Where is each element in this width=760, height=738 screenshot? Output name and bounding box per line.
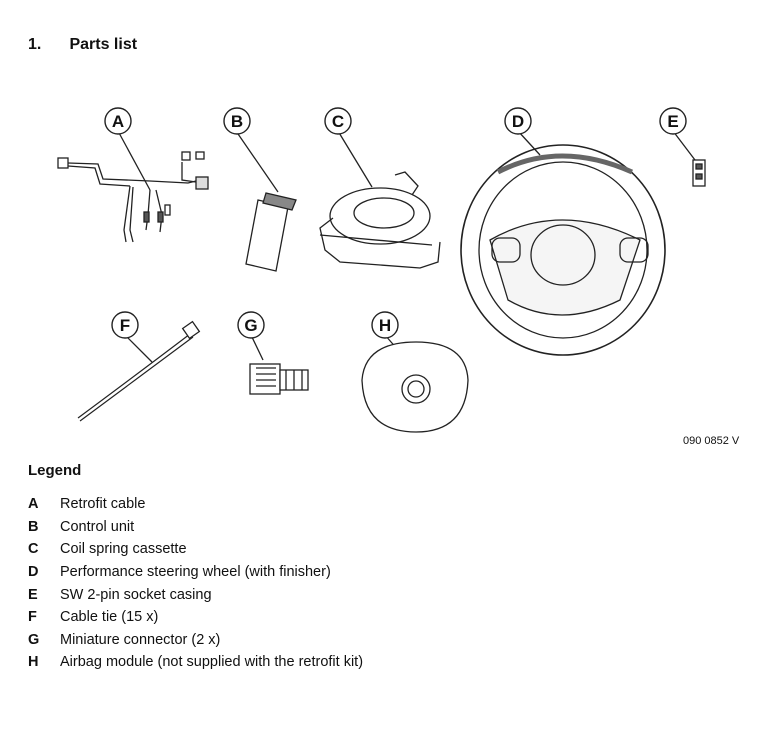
parts-illustration: A B C D E F G H (57, 107, 706, 433)
legend-text: Miniature connector (2 x) (60, 631, 221, 648)
callout-e (659, 107, 687, 135)
legend-letter: A (28, 496, 39, 513)
callout-a (104, 107, 132, 135)
legend-letter: B (28, 518, 39, 535)
legend-item: C Coil spring cassette (28, 538, 363, 561)
callout-letter-h: H (379, 316, 391, 335)
callout-f (111, 311, 139, 339)
callout-letter-f: F (120, 316, 130, 335)
legend-item: E SW 2-pin socket casing (28, 583, 363, 606)
legend-letter: G (28, 631, 40, 648)
callout-letter-g: G (244, 316, 257, 335)
legend-item: B Control unit (28, 516, 363, 539)
legend-text: Airbag module (not supplied with the ret… (60, 654, 364, 671)
legend-text: Control unit (60, 518, 135, 535)
control-unit-drawing (235, 130, 297, 272)
legend-letter: H (28, 654, 39, 671)
legend-item: F Cable tie (15 x) (28, 606, 363, 629)
steering-wheel-drawing (460, 130, 666, 356)
figure-code: 090 0852 V (683, 435, 740, 447)
callout-letter-a: A (112, 112, 124, 131)
miniature-connector-drawing (249, 334, 309, 395)
callout-letter-b: B (231, 112, 243, 131)
legend-text: Performance steering wheel (with finishe… (60, 564, 331, 581)
parts-figure: A B C D E F G H (0, 90, 760, 460)
coil-spring-cassette-drawing (319, 130, 441, 269)
legend-title: Legend (28, 462, 82, 479)
callout-letter-c: C (332, 112, 344, 131)
legend-letter: F (28, 609, 37, 626)
retrofit-cable-drawing (57, 130, 209, 243)
legend-item: G Miniature connector (2 x) (28, 629, 363, 652)
legend-item: A Retrofit cable (28, 493, 363, 516)
legend-item: D Performance steering wheel (with finis… (28, 561, 363, 584)
callout-letter-e: E (667, 112, 678, 131)
callout-d (504, 107, 532, 135)
section-number: 1. (28, 36, 42, 53)
callout-letter-d: D (512, 112, 524, 131)
legend-letter: E (28, 586, 38, 603)
section-title: Parts list (69, 36, 138, 53)
legend-text: SW 2-pin socket casing (60, 586, 212, 603)
cable-tie-drawing (77, 320, 201, 422)
callout-b (223, 107, 251, 135)
legend-letter: D (28, 564, 39, 581)
legend-text: Coil spring cassette (60, 541, 187, 558)
callout-c (324, 107, 352, 135)
airbag-module-drawing (361, 334, 469, 433)
socket-casing-drawing (672, 130, 706, 187)
callout-h (371, 311, 399, 339)
legend-list: A Retrofit cable B Control unit C Coil s… (28, 493, 363, 674)
legend-text: Retrofit cable (60, 496, 146, 513)
callout-circles (104, 107, 687, 339)
legend-text: Cable tie (15 x) (60, 609, 159, 626)
legend-item: H Airbag module (not supplied with the r… (28, 651, 363, 674)
callout-g (237, 311, 265, 339)
section-heading: 1. Parts list (28, 36, 137, 54)
legend-letter: C (28, 541, 39, 558)
